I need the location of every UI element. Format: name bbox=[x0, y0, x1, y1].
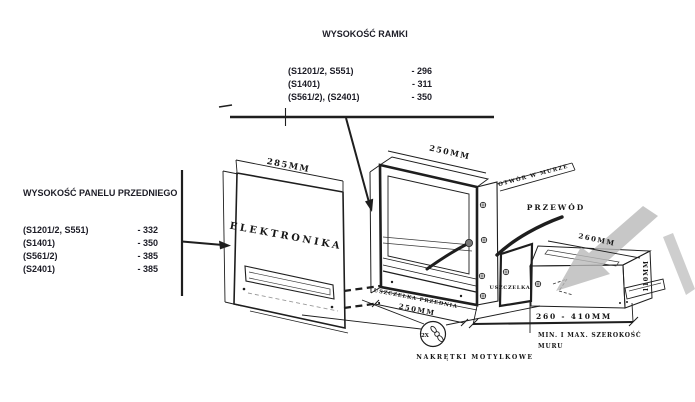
panel-pointer-line bbox=[181, 240, 221, 246]
panel-face bbox=[233, 172, 346, 329]
panel-height-row: (S1201/2, S551) - 332 bbox=[23, 225, 158, 235]
range-dimline bbox=[472, 321, 634, 325]
row-value: - 385 bbox=[137, 251, 158, 261]
screw-hole-icon bbox=[534, 280, 542, 288]
gasket-outline bbox=[498, 242, 534, 308]
frame-height-row: (S1401) - 311 bbox=[288, 79, 432, 89]
row-label: (S561/2), (S2401) bbox=[288, 92, 360, 102]
side-flange bbox=[476, 181, 499, 306]
screw-hole-icon bbox=[502, 268, 510, 276]
wall-sleeve bbox=[495, 206, 695, 309]
wall-range-dim: 260 - 410MM bbox=[536, 312, 612, 321]
wingnut-icon bbox=[430, 325, 444, 343]
row-label: (S2401) bbox=[23, 264, 56, 274]
arrowhead-icon bbox=[365, 198, 374, 212]
wall-note-line2: MURU bbox=[538, 343, 563, 350]
sleeve-right-face bbox=[622, 250, 653, 309]
arrowhead-icon bbox=[219, 240, 231, 250]
wingnut-label: NAKRĘTKI MOTYLKOWE bbox=[416, 354, 533, 361]
wingnut-leaders bbox=[301, 299, 541, 330]
alignment-dashes bbox=[343, 284, 381, 310]
sleeve-channel bbox=[624, 278, 666, 300]
row-value: - 332 bbox=[137, 225, 158, 235]
frame-front bbox=[378, 163, 479, 307]
frame-height-row: (S1201/2, S551) - 296 bbox=[288, 66, 432, 76]
cable-label: PRZEWÓD bbox=[527, 203, 586, 212]
cable-inside bbox=[425, 242, 469, 271]
rivet-dot bbox=[619, 302, 621, 304]
rear-gasket bbox=[498, 242, 534, 308]
panel-height-row: (S2401) - 385 bbox=[23, 264, 158, 274]
row-value: - 385 bbox=[137, 264, 158, 274]
stud-dot bbox=[242, 287, 246, 291]
front-panel: 285MM ELEKTRONIKA bbox=[222, 157, 381, 334]
row-label: (S1201/2, S551) bbox=[288, 66, 354, 76]
screw-hole-icon bbox=[480, 236, 488, 244]
row-label: (S1201/2, S551) bbox=[23, 225, 89, 235]
extension-lines bbox=[472, 302, 634, 326]
wall-note-line1: MIN. I MAX. SZEROKOŚĆ bbox=[538, 331, 641, 339]
frame-width-dimline bbox=[387, 150, 487, 174]
reference-lines bbox=[180, 104, 494, 296]
bottom-dimline bbox=[371, 299, 469, 327]
stud-dot bbox=[330, 305, 334, 309]
row-value: - 296 bbox=[411, 66, 432, 76]
frame-top-face bbox=[379, 156, 490, 188]
screw-hole-icon bbox=[478, 272, 486, 280]
wingnut-detail: 2X bbox=[301, 299, 541, 348]
frame-tray-front bbox=[382, 270, 477, 293]
frame-pointer-line bbox=[345, 117, 371, 207]
front-panel-height-title: WYSOKOŚĆ PANELU PRZEDNIEGO bbox=[23, 188, 178, 198]
panel-label: ELEKTRONIKA bbox=[229, 221, 343, 253]
panel-height-row: (S1401) - 350 bbox=[23, 238, 158, 248]
panel-width-dim: 285MM bbox=[266, 157, 311, 175]
frame-width-dim: 250MM bbox=[428, 143, 471, 162]
sleeve-height-dim: 110MM bbox=[643, 260, 650, 292]
stud-dot bbox=[459, 294, 463, 298]
screw-hole-icon bbox=[479, 201, 487, 209]
sleeve-width-dimline bbox=[547, 240, 641, 259]
panel-slot-inner bbox=[248, 271, 331, 296]
cable-gland bbox=[464, 238, 473, 247]
frame-height-row: (S561/2), (S2401) - 350 bbox=[288, 92, 432, 102]
panel-slot bbox=[244, 265, 335, 300]
frame-opening bbox=[387, 175, 470, 275]
gray-tick bbox=[218, 104, 233, 108]
cable-outside bbox=[495, 215, 564, 257]
sleeve-width-dim: 260MM bbox=[578, 231, 617, 248]
panel-back-sheet-bottom bbox=[249, 310, 349, 334]
gasket-label: USZCZELKA bbox=[490, 285, 531, 291]
row-value: - 311 bbox=[411, 79, 432, 89]
insert-direction-arrow-icon bbox=[556, 206, 658, 291]
panel-width-dimline bbox=[235, 159, 344, 191]
row-label: (S561/2) bbox=[23, 251, 58, 261]
row-label: (S1401) bbox=[288, 79, 321, 89]
wall-opening-edges bbox=[496, 162, 576, 192]
rivet-dot bbox=[626, 301, 628, 303]
screw-hole-icon bbox=[479, 292, 487, 300]
frame-collar bbox=[369, 164, 382, 294]
wingnut-qty: 2X bbox=[421, 333, 430, 339]
sleeve-channel-inner bbox=[628, 282, 662, 292]
dim-ticks bbox=[468, 316, 639, 329]
wall-width-dimension bbox=[468, 300, 639, 333]
row-value: - 350 bbox=[137, 238, 158, 248]
panel-height-row: (S561/2) - 385 bbox=[23, 251, 158, 261]
hidden-edge bbox=[247, 292, 339, 312]
wall-frame bbox=[369, 150, 576, 311]
row-label: (S1401) bbox=[23, 238, 56, 248]
row-value: - 350 bbox=[411, 92, 432, 102]
panel-back-sheet bbox=[222, 170, 243, 307]
stud-dot bbox=[390, 280, 394, 284]
frame-height-title: WYSOKOŚĆ RAMKI bbox=[322, 29, 408, 39]
gray-streak bbox=[663, 233, 695, 295]
front-gasket-edge bbox=[380, 290, 478, 311]
